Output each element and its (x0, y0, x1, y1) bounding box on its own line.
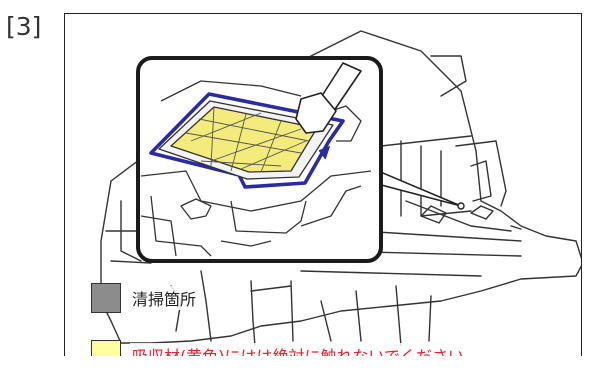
illustration-frame: 清掃箇所 吸収材(黄色)にはは絶対に触れないでください。 (64, 13, 582, 356)
legend-text-warning: 吸収材(黄色)にはは絶対に触れないでください。 (130, 343, 483, 356)
legend-text-cleaning: 清掃箇所 (130, 286, 199, 310)
printer-cap-illustration (100, 30, 581, 347)
legend-cleaning-area: 清掃箇所 (91, 283, 199, 313)
gray-swatch (91, 283, 121, 313)
step-number: [3] (6, 12, 42, 41)
legend-absorbent-warning: 吸収材(黄色)にはは絶対に触れないでください。 (91, 340, 483, 356)
yellow-swatch (91, 340, 121, 356)
